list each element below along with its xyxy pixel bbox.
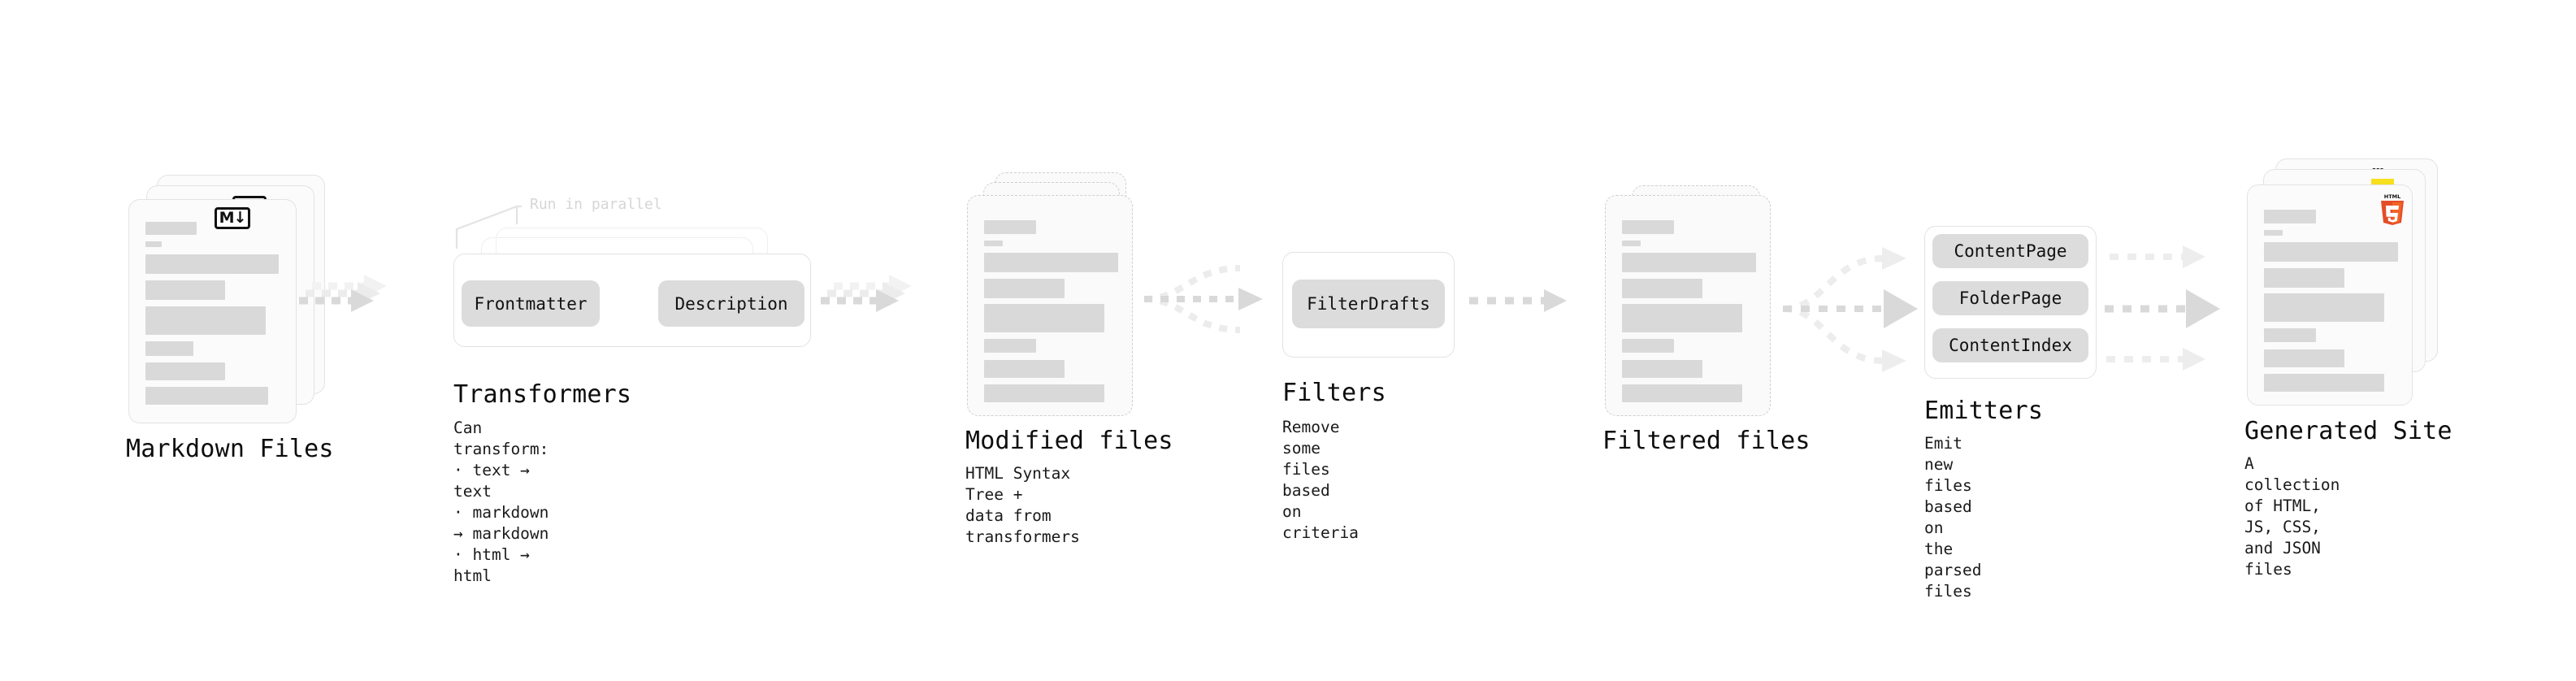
- markdown-card-front: [128, 199, 297, 423]
- doc-line: [145, 341, 193, 356]
- doc-line: [1622, 241, 1641, 246]
- stage-title-emitters: Emitters: [1924, 397, 2044, 425]
- doc-line: [145, 280, 225, 300]
- arrow-transformers-to-modified: [821, 275, 912, 312]
- stage-title-generated-site: Generated Site: [2244, 417, 2452, 445]
- doc-line: [984, 384, 1104, 402]
- arrow-filters-to-filtered: [1469, 289, 1567, 312]
- transformer-pill-frontmatter[interactable]: Frontmatter: [462, 280, 600, 327]
- doc-line: [1622, 220, 1674, 234]
- stage-desc-filters: Remove some files based on criteria: [1282, 418, 1359, 542]
- arrow-emitters-to-site: [2105, 245, 2220, 371]
- doc-line: [145, 387, 268, 405]
- doc-line: [1622, 339, 1674, 353]
- doc-line: [145, 254, 279, 274]
- doc-line: [984, 279, 1065, 298]
- arrow-markdown-to-transformers: [299, 275, 387, 312]
- stage-desc-transformers: Can transform: · text → text · markdown …: [453, 419, 549, 585]
- doc-line: [984, 220, 1036, 234]
- doc-line: [145, 362, 225, 380]
- stage-title-filters: Filters: [1282, 379, 1386, 407]
- doc-line: [2264, 328, 2316, 342]
- doc-line: [2264, 293, 2384, 322]
- run-in-parallel-label: Run in parallel: [530, 196, 662, 213]
- stage-title-filtered-files: Filtered files: [1602, 427, 1811, 455]
- stage-title-transformers: Transformers: [453, 380, 632, 409]
- stage-title-markdown-files: Markdown Files: [126, 435, 334, 463]
- stage-desc-generated-site: A collection of HTML, JS, CSS, and JSON …: [2244, 454, 2340, 579]
- doc-line: [1622, 279, 1702, 298]
- stage-desc-modified-files: HTML Syntax Tree + data from transformer…: [965, 464, 1080, 546]
- doc-line: [2264, 349, 2344, 367]
- doc-line: [145, 222, 197, 235]
- markdown-badge-front: M↓: [215, 207, 250, 229]
- doc-line: [145, 306, 266, 335]
- svg-text:HTML: HTML: [2384, 193, 2400, 200]
- doc-line: [984, 339, 1036, 353]
- doc-line: [984, 241, 1003, 246]
- filter-pill-filterdrafts[interactable]: FilterDrafts: [1292, 280, 1445, 328]
- filtered-card-front: [1605, 195, 1771, 416]
- doc-line: [1622, 253, 1756, 272]
- emitter-pill-folderpage[interactable]: FolderPage: [1932, 281, 2088, 315]
- run-in-parallel-bracket: [455, 205, 522, 249]
- doc-line: [2264, 268, 2344, 288]
- doc-line: [984, 304, 1104, 332]
- stage-title-modified-files: Modified files: [965, 427, 1173, 455]
- doc-line: [2264, 230, 2283, 236]
- doc-line: [1622, 384, 1742, 402]
- doc-line: [2264, 374, 2384, 392]
- doc-line: [1622, 304, 1742, 332]
- doc-line: [145, 241, 162, 247]
- arrow-filtered-to-emitters: [1782, 247, 1918, 372]
- doc-line: [984, 253, 1118, 272]
- arrow-modified-to-filters: [1143, 265, 1263, 333]
- modified-card-front: [967, 195, 1133, 416]
- emitter-pill-contentpage[interactable]: ContentPage: [1932, 234, 2088, 268]
- doc-line: [1622, 360, 1702, 378]
- html5-icon: HTML: [2381, 193, 2404, 225]
- emitter-pill-contentindex[interactable]: ContentIndex: [1932, 328, 2088, 362]
- doc-line: [984, 360, 1065, 378]
- doc-line: [2264, 210, 2316, 223]
- transformer-pill-description[interactable]: Description: [658, 280, 804, 327]
- stage-desc-emitters: Emit new files based on the parsed files: [1924, 434, 1982, 601]
- doc-line: [2264, 242, 2398, 262]
